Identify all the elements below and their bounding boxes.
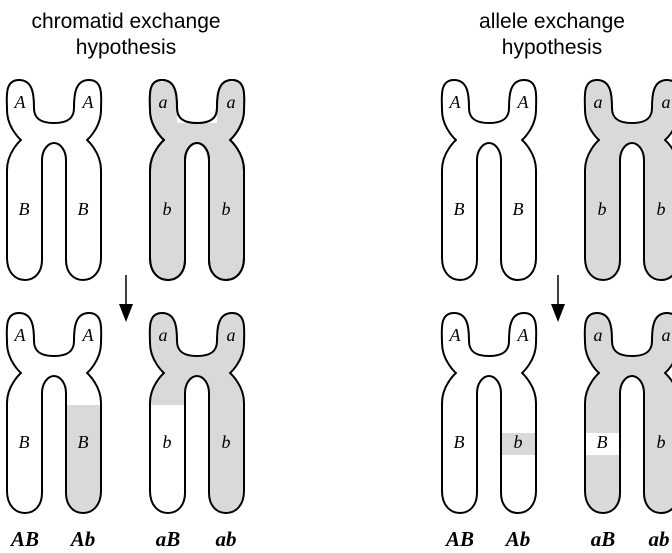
allele-label: A [517,325,530,345]
genotype-label: aB [156,527,181,551]
chromosome-bottom-right: a a b b [148,312,246,514]
allele-label: b [657,199,666,219]
panel-title-line2: hypothesis [502,36,602,59]
down-arrow [551,275,565,322]
chromosome-bottom-left: A A B b [440,312,538,514]
allele-label: A [14,92,27,112]
allele-label: B [454,432,465,452]
allele-label: A [14,325,27,345]
allele-label: A [517,92,530,112]
panel-title-line1: allele exchange [479,10,625,33]
genotype-label: ab [649,527,670,551]
allele-label: a [159,92,168,112]
allele-label: B [78,432,89,452]
allele-label: B [19,432,30,452]
allele-label: A [82,92,95,112]
panel-chromatid-exchange: chromatid exchange hypothesis A A B B a … [5,10,246,551]
allele-label: A [449,92,462,112]
allele-label: b [657,432,666,452]
allele-label: a [662,325,671,345]
chromosome-top-right: a a b b [148,79,246,281]
allele-label: a [227,325,236,345]
allele-label: B [19,199,30,219]
allele-label: a [159,325,168,345]
genotype-label: Ab [504,527,531,551]
allele-label: B [597,432,608,452]
panel-allele-exchange: allele exchange hypothesis A A B B a a b… [440,10,672,551]
allele-label: b [514,432,523,452]
allele-label: b [163,199,172,219]
chromosome-top-right: a a b b [583,79,672,281]
allele-label: b [598,199,607,219]
down-arrow [119,275,133,322]
allele-label: B [513,199,524,219]
allele-label: b [222,432,231,452]
chromosome-bottom-right: a a B b [583,312,672,514]
genotype-label: Ab [69,527,96,551]
allele-label: a [227,92,236,112]
panel-title-line2: hypothesis [76,36,176,59]
allele-label: B [78,199,89,219]
genotype-label: AB [9,527,39,551]
allele-label: a [594,92,603,112]
chromosome-bottom-left: A A B B [5,312,103,514]
allele-label: B [454,199,465,219]
genotype-label: ab [216,527,237,551]
allele-label: b [222,199,231,219]
allele-label: a [662,92,671,112]
genotype-label: AB [444,527,474,551]
allele-label: a [594,325,603,345]
chromosome-top-left: A A B B [440,79,538,281]
panel-title-line1: chromatid exchange [31,10,220,33]
allele-label: A [82,325,95,345]
allele-label: A [449,325,462,345]
chromosome-top-left: A A B B [5,79,103,281]
allele-label: b [163,432,172,452]
genotype-label: aB [591,527,616,551]
